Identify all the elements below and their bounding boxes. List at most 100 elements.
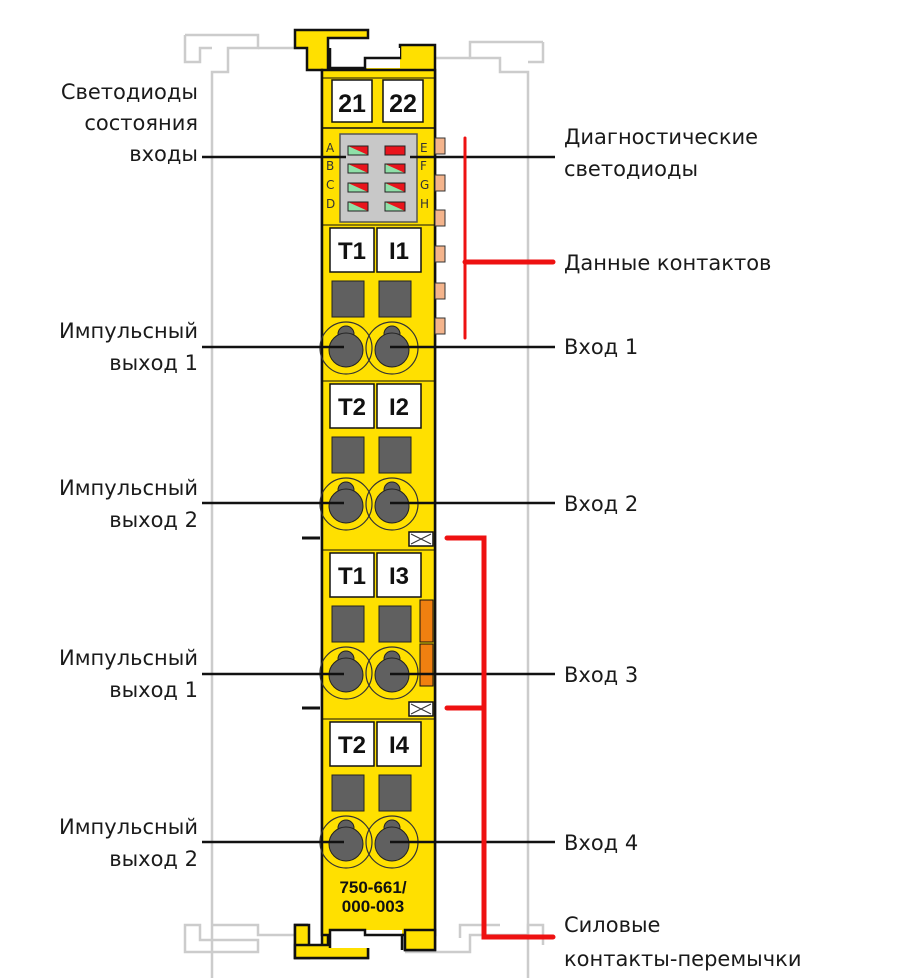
label-diag-leds-2: светодиоды bbox=[564, 157, 698, 181]
label-pulse-1a-1: Импульсный bbox=[59, 319, 198, 343]
led-letter-a: A bbox=[326, 141, 335, 155]
led-letter-b: B bbox=[326, 159, 334, 173]
top-gap-outline bbox=[328, 48, 400, 70]
red-brackets bbox=[444, 136, 556, 940]
bottom-clip-right bbox=[403, 928, 437, 952]
terminal-marker-right bbox=[376, 721, 422, 767]
power-contact-1 bbox=[419, 599, 434, 643]
terminal-marker-right bbox=[376, 227, 422, 273]
terminal-marker-text: T1 bbox=[338, 238, 366, 265]
data-contacts bbox=[434, 137, 446, 335]
terminal-marker-text: T2 bbox=[338, 732, 366, 759]
rail-left-bottom-b bbox=[212, 923, 300, 937]
rail-right-top bbox=[468, 40, 543, 978]
label-pulse-1b-1: Импульсный bbox=[59, 646, 198, 670]
wire-entry-pulse-output[interactable] bbox=[328, 332, 364, 368]
release-button-right[interactable] bbox=[378, 280, 412, 318]
led-panel: A B C D E F G H bbox=[326, 133, 429, 223]
label-pulse-1a-2: выход 1 bbox=[109, 351, 198, 375]
marker-21-text: 21 bbox=[338, 90, 366, 118]
led-letter-d: D bbox=[326, 197, 335, 211]
labels-left: Светодиоды состояния входы Импульсный вы… bbox=[59, 80, 198, 871]
jumper-slot-2 bbox=[408, 701, 434, 717]
data-contact-1 bbox=[434, 137, 446, 155]
marker-22-text: 22 bbox=[389, 90, 417, 118]
marker-22 bbox=[382, 79, 424, 123]
label-pulse-2a-2: выход 2 bbox=[109, 508, 198, 532]
terminal-block-2: T2 I2 bbox=[319, 380, 435, 531]
led-g bbox=[384, 182, 406, 193]
terminal-marker-text: T1 bbox=[338, 563, 366, 590]
label-data-contacts: Данные контактов bbox=[564, 251, 771, 275]
data-contact-6 bbox=[434, 317, 446, 335]
label-power-jumpers-1: Силовые bbox=[564, 913, 660, 937]
wire-entry-input[interactable] bbox=[374, 826, 410, 862]
label-input-4: Вход 4 bbox=[564, 831, 638, 855]
label-diag-leds-1: Диагностические bbox=[564, 125, 758, 149]
rail-right-top-inner bbox=[528, 42, 545, 64]
terminal-marker-right bbox=[376, 552, 422, 598]
led-letter-f: F bbox=[420, 159, 427, 173]
marker-21 bbox=[331, 79, 373, 123]
module-number-line1: 750-661/ bbox=[339, 878, 406, 897]
label-input-1: Вход 1 bbox=[564, 335, 638, 359]
label-power-jumpers-2: контакты-перемычки bbox=[564, 947, 802, 971]
rail-right-bottom-b bbox=[458, 923, 500, 938]
label-pulse-2b-2: выход 2 bbox=[109, 847, 198, 871]
label-input-2: Вход 2 bbox=[564, 492, 638, 516]
wire-entry-input[interactable] bbox=[374, 488, 410, 524]
led-f bbox=[384, 163, 406, 174]
terminal-marker-left bbox=[329, 552, 375, 598]
led-letter-e: E bbox=[420, 141, 428, 155]
led-letter-g: G bbox=[420, 178, 429, 192]
release-button-left[interactable] bbox=[331, 605, 365, 643]
bottom-gap-outline bbox=[328, 928, 404, 950]
terminal-marker-left bbox=[329, 227, 375, 273]
data-contact-4 bbox=[434, 245, 446, 263]
data-contact-5 bbox=[434, 282, 446, 300]
release-button-left[interactable] bbox=[331, 774, 365, 812]
label-status-leds-3: входы bbox=[129, 142, 198, 166]
release-button-left[interactable] bbox=[331, 280, 365, 318]
terminal-marker-left bbox=[329, 383, 375, 429]
label-pulse-2b-1: Импульсный bbox=[59, 815, 198, 839]
terminal-marker-text: I4 bbox=[389, 732, 410, 759]
rail-left-top-inner bbox=[183, 35, 212, 64]
led-a bbox=[347, 145, 369, 156]
label-status-leds-1: Светодиоды bbox=[61, 80, 198, 104]
led-h bbox=[384, 201, 406, 212]
terminal-marker-text: I2 bbox=[389, 394, 409, 421]
label-pulse-2a-1: Импульсный bbox=[59, 476, 198, 500]
led-c bbox=[347, 182, 369, 193]
release-button-left[interactable] bbox=[331, 436, 365, 474]
wire-entry-pulse-output[interactable] bbox=[328, 826, 364, 862]
power-contact-2 bbox=[419, 643, 434, 687]
leader-lines bbox=[202, 155, 555, 844]
label-status-leds-2: состояния bbox=[84, 111, 198, 135]
wire-entry-pulse-output[interactable] bbox=[328, 488, 364, 524]
jumper-slot-1 bbox=[408, 531, 434, 547]
data-contact-2 bbox=[434, 174, 446, 192]
rail-left-bottom bbox=[183, 923, 260, 954]
terminal-marker-left bbox=[329, 721, 375, 767]
led-letter-h: H bbox=[420, 197, 429, 211]
release-button-right[interactable] bbox=[378, 605, 412, 643]
terminal-marker-text: T2 bbox=[338, 394, 366, 421]
led-letter-c: C bbox=[326, 178, 334, 192]
terminal-marker-right bbox=[376, 383, 422, 429]
rail-left-top bbox=[185, 33, 260, 978]
release-button-right[interactable] bbox=[378, 774, 412, 812]
label-pulse-1b-2: выход 1 bbox=[109, 678, 198, 702]
label-input-3: Вход 3 bbox=[564, 663, 638, 687]
wire-entry-input[interactable] bbox=[374, 332, 410, 368]
led-e bbox=[384, 145, 406, 156]
module-number-line2: 000-003 bbox=[342, 897, 404, 916]
power-contacts bbox=[302, 531, 434, 717]
release-button-right[interactable] bbox=[378, 436, 412, 474]
top-markers: 21 22 bbox=[322, 77, 435, 129]
power-jumpers-bracket bbox=[444, 535, 556, 940]
data-contact-3 bbox=[434, 209, 446, 227]
